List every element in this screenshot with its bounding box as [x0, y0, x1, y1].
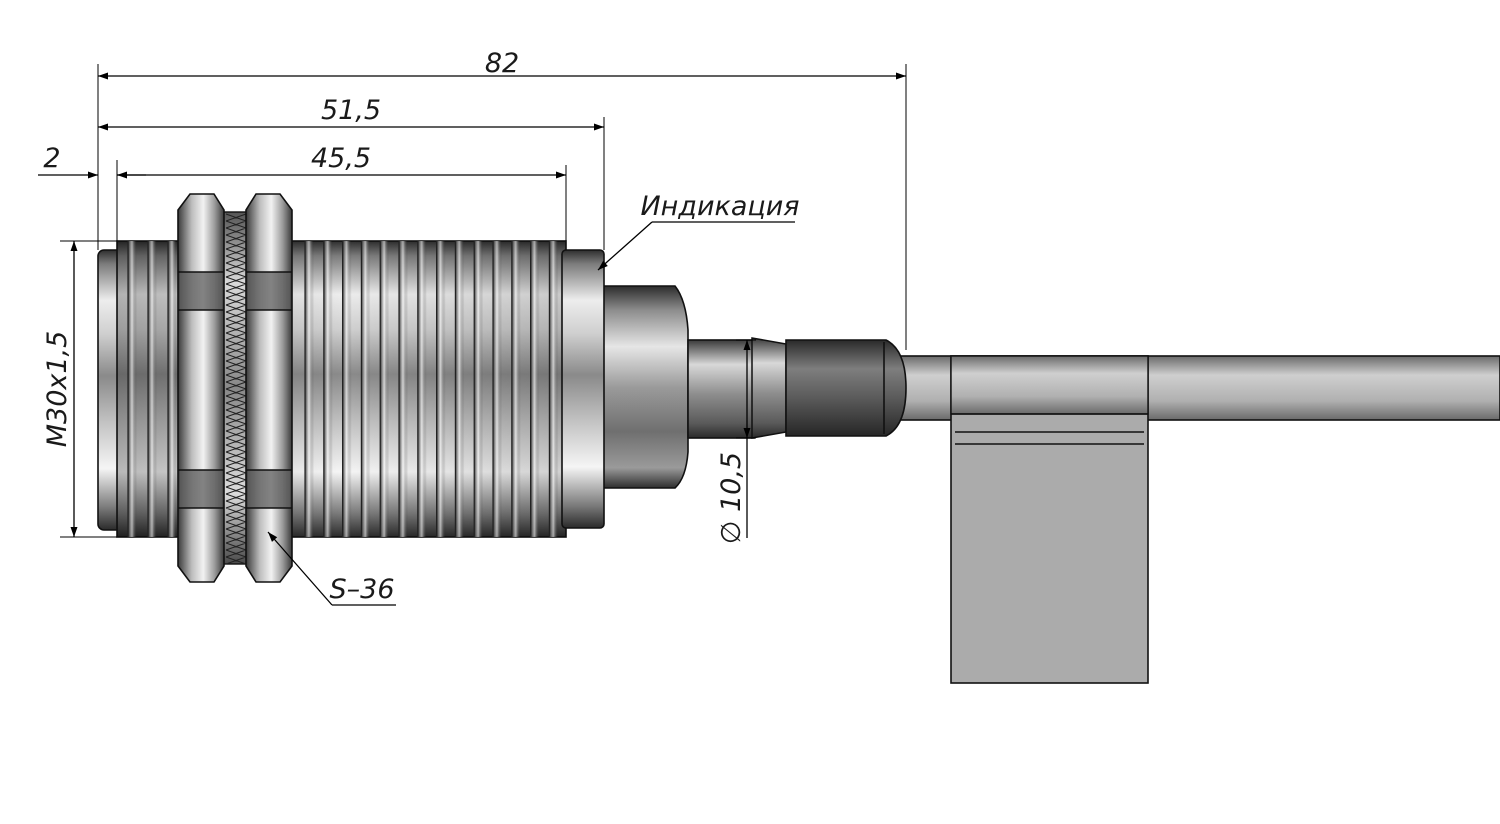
thread-groove: [305, 241, 314, 537]
dim-offset-text: 2: [43, 143, 60, 174]
thread-groove: [361, 241, 371, 537]
washer-teeth: [225, 213, 247, 565]
thread-groove: [436, 241, 446, 537]
hex-nut-front: [177, 193, 225, 583]
thread-groove: [168, 241, 177, 537]
dim-thread-text: 45,5: [311, 143, 371, 174]
thread-groove: [549, 241, 559, 537]
dim-cable-dia-text: ∅ 10,5: [716, 452, 747, 544]
strain-relief-boot: [785, 339, 907, 437]
threaded-housing: [97, 240, 605, 538]
indication-label: Индикация: [640, 191, 799, 222]
thread-groove: [148, 241, 157, 537]
hex-nut-rear: [245, 193, 293, 583]
thread-groove: [455, 241, 465, 537]
thread-groove: [323, 241, 333, 537]
dimensions: 82 51,5 45,5 2 M30x1,5 ∅ 10,5: [38, 48, 907, 544]
thread-groove: [342, 241, 352, 537]
thread-groove: [417, 241, 427, 537]
thread-groove: [530, 241, 540, 537]
indication-leader: [597, 221, 653, 271]
wrench-leader: [267, 531, 333, 606]
dim-overall-text: 82: [485, 48, 519, 79]
thread-groove: [493, 241, 502, 537]
rear-housing: [601, 285, 907, 489]
wrench-size-label: S–36: [330, 574, 395, 605]
cable-assembly: [879, 355, 1500, 684]
thread-grooves: [127, 241, 559, 537]
dim-body-text: 51,5: [321, 95, 381, 126]
cable-clamp-band: [950, 355, 1149, 415]
thread-groove: [474, 241, 484, 537]
thread-groove: [511, 241, 521, 537]
cable-gland-tube: [687, 339, 755, 439]
thread-groove: [128, 241, 137, 537]
callouts: Индикация S–36: [267, 191, 800, 606]
thread-groove: [380, 241, 390, 537]
dim-thread-dia-text: M30x1,5: [42, 331, 73, 448]
thread-groove: [399, 241, 408, 537]
